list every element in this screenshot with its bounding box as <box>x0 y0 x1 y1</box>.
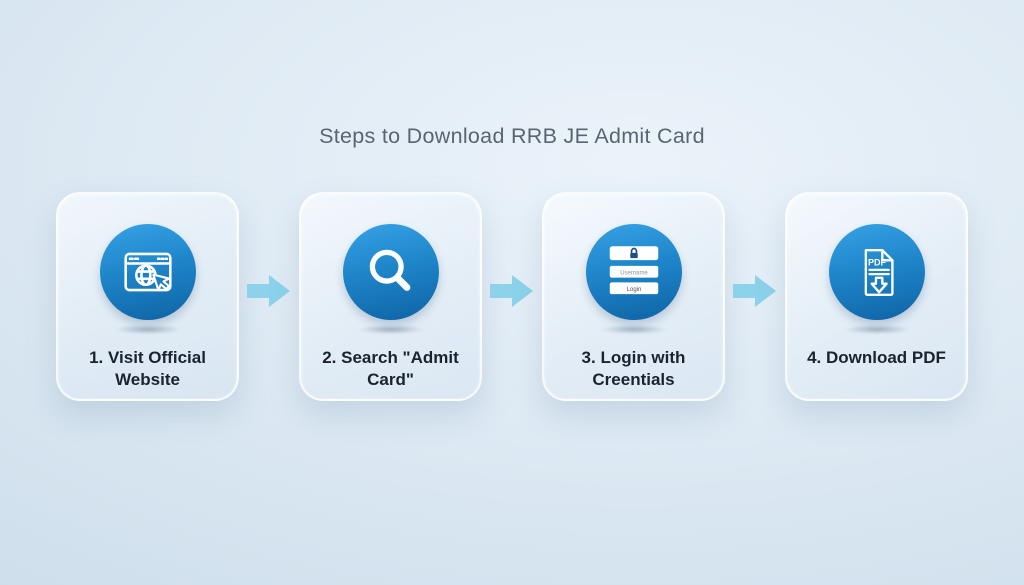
magnifier-icon <box>369 249 410 291</box>
flow-arrow-1 <box>247 272 291 315</box>
flow-arrow-3 <box>733 272 777 315</box>
step-2-circle-shadow <box>357 325 424 334</box>
pdf-badge-text: PDF <box>867 258 886 268</box>
login-form-icon: Username Login <box>609 246 658 295</box>
step-4-circle: PDF <box>828 224 925 320</box>
step-1-circle-shadow <box>114 325 181 334</box>
username-field-text: Username <box>620 270 648 276</box>
right-arrow-icon <box>733 275 776 307</box>
step-1-circle <box>99 224 196 320</box>
step-4-label: 4. Download PDF <box>807 348 946 367</box>
step-3-label-line1: 3. Login with <box>581 348 686 367</box>
browser-globe-cursor-icon <box>123 252 172 292</box>
step-3-circle: Username Login <box>585 224 682 320</box>
step-3-label: 3. Login with Creentials <box>582 347 686 392</box>
step-1-label: 1. Visit Official Website <box>89 348 206 390</box>
step-card-4: PDF 4. Download PDF <box>785 192 968 401</box>
right-arrow-icon <box>247 275 290 307</box>
page-title: Steps to Download RRB JE Admit Card <box>319 124 705 148</box>
step-3-circle-shadow <box>600 325 667 334</box>
step-2-circle <box>342 224 439 320</box>
step-card-2: 2. Search "Admit Card" <box>299 192 482 401</box>
step-2-label: 2. Search "Admit Card" <box>322 348 459 390</box>
steps-flow: 1. Visit Official Website 2. Search "Adm… <box>0 192 1024 401</box>
lock-icon <box>629 247 638 259</box>
flow-arrow-2 <box>490 272 534 315</box>
step-3-label-line2: Creentials <box>592 370 675 390</box>
login-button-text: Login <box>626 287 641 293</box>
step-4-circle-shadow <box>843 325 910 334</box>
pdf-download-icon: PDF <box>864 249 894 297</box>
step-card-1: 1. Visit Official Website <box>56 192 239 401</box>
step-card-3: Username Login 3. Login with Creentials <box>542 192 725 401</box>
right-arrow-icon <box>490 275 533 307</box>
infographic: Steps to Download RRB JE Admit Card <box>0 124 1024 401</box>
